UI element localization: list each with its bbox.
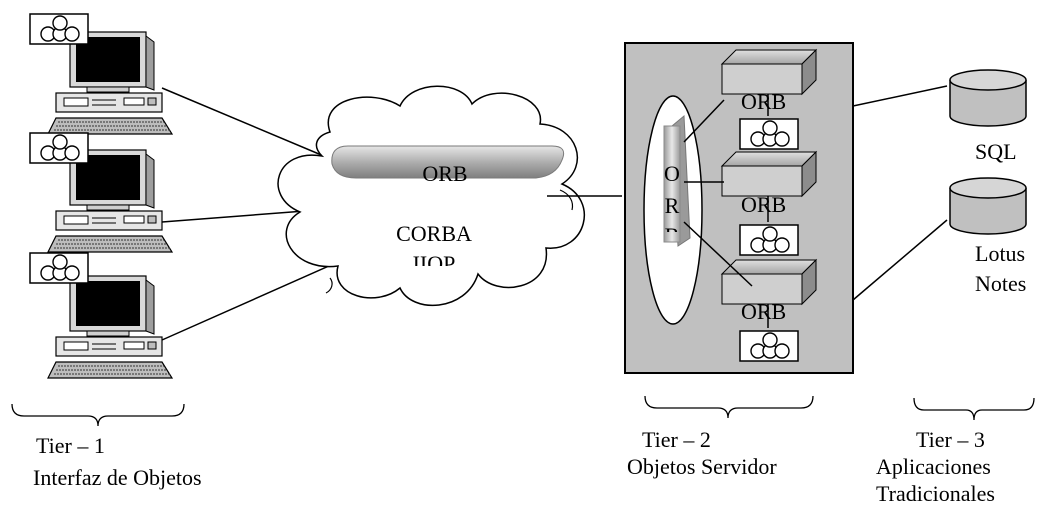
- iiop-label: IIOP: [412, 252, 456, 266]
- client-2-link: [161, 209, 319, 223]
- tier-3-desc-line2: Tradicionales: [876, 481, 995, 506]
- tier-1-desc: Interfaz de Objetos: [33, 465, 202, 490]
- corba-label: CORBA: [396, 221, 472, 246]
- server-lotus-link: [852, 219, 948, 301]
- client-computer-2: [29, 132, 173, 253]
- database-cylinder-icon: [949, 177, 1027, 235]
- tier-3-title: Tier – 3: [916, 427, 985, 452]
- cloud-orb-bar: [331, 145, 565, 179]
- object-cluster-icon: [739, 118, 799, 150]
- server-orb-box-3: [721, 259, 817, 305]
- sql-label: SQL: [975, 139, 1017, 164]
- server-orb-label-2: ORB: [741, 192, 787, 217]
- client-1-link: [161, 87, 339, 163]
- tier-3-desc-line1: Aplicaciones: [876, 454, 991, 479]
- object-cluster-icon: [29, 13, 89, 45]
- desktop-computer-icon: [47, 275, 173, 379]
- client-computer-3: [29, 252, 173, 379]
- orb-box-3-link: [683, 221, 753, 287]
- server-orb-box-2: [721, 151, 817, 197]
- client-computer-1: [29, 13, 173, 135]
- server-orb-box-1: [721, 49, 817, 95]
- client-3-link: [161, 253, 357, 341]
- vertical-orb-letter-r: R: [664, 193, 680, 218]
- object-cluster-icon: [29, 132, 89, 164]
- tier-3-brace: [913, 397, 1035, 421]
- desktop-computer-icon: [47, 149, 173, 253]
- server-vertical-orb: [663, 114, 691, 247]
- tier-1-brace: [11, 403, 185, 427]
- tier-1-title: Tier – 1: [36, 433, 105, 458]
- object-cluster-icon: [29, 252, 89, 284]
- lotus-label: Lotus: [975, 241, 1026, 266]
- desktop-computer-icon: [47, 31, 173, 135]
- tier-2-desc: Objetos Servidor: [627, 454, 777, 479]
- vertical-orb-letter-b: B: [660, 224, 684, 232]
- orb-box-1-link: [683, 99, 725, 143]
- cloud-orb-label: ORB: [422, 161, 468, 186]
- object-cluster-icon: [739, 330, 799, 362]
- corba-cloud: [277, 85, 586, 307]
- server-orb-label-3: ORB: [741, 299, 787, 324]
- tier-2-brace: [644, 395, 814, 419]
- notes-label: Notes: [975, 271, 1027, 296]
- database-cylinder-icon: [949, 69, 1027, 127]
- tier-2-title: Tier – 2: [642, 427, 711, 452]
- iiop-clip: IIOP: [374, 252, 494, 266]
- vertical-orb-letter-b-clip: B: [660, 224, 684, 232]
- server-orb-label-1: ORB: [741, 89, 787, 114]
- object-cluster-icon: [739, 224, 799, 256]
- server-sql-link: [852, 85, 948, 107]
- vertical-orb-letter-o: O: [664, 161, 680, 186]
